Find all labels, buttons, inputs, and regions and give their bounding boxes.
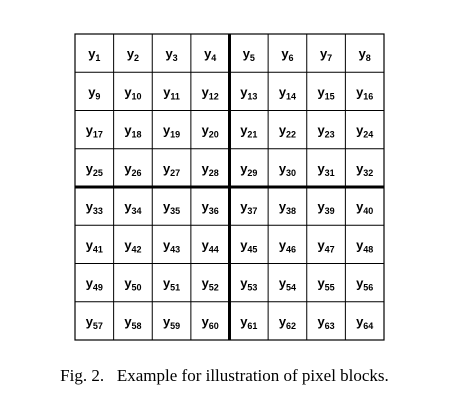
pixel-cell-label: y15: [317, 84, 334, 101]
pixel-cell-label: y42: [124, 237, 141, 254]
pixel-cell-label: y29: [240, 161, 257, 178]
pixel-cell-label: y43: [163, 237, 180, 254]
pixel-cell-label: y25: [86, 161, 103, 178]
pixel-cell-label: y47: [317, 237, 334, 254]
pixel-cell-label: y31: [317, 161, 334, 178]
pixel-cell-label: y53: [240, 276, 257, 293]
pixel-cell-label: y37: [240, 199, 257, 216]
pixel-cell-label: y55: [317, 276, 334, 293]
pixel-cell-label: y8: [359, 46, 371, 63]
pixel-cell-label: y35: [163, 199, 180, 216]
pixel-cell-label: y51: [163, 276, 180, 293]
pixel-cell-label: y6: [281, 46, 293, 63]
pixel-cell-label: y52: [202, 276, 219, 293]
pixel-cell-label: y19: [163, 123, 180, 140]
pixel-cell-label: y18: [124, 123, 141, 140]
pixel-cell-label: y39: [317, 199, 334, 216]
figure-caption: Fig. 2. Example for illustration of pixe…: [0, 366, 449, 386]
pixel-cell-label: y48: [356, 237, 373, 254]
pixel-cell-label: y38: [279, 199, 296, 216]
pixel-cell-label: y9: [88, 84, 100, 101]
pixel-cell-label: y57: [86, 314, 103, 331]
pixel-cell-label: y27: [163, 161, 180, 178]
pixel-cell-label: y3: [165, 46, 177, 63]
pixel-cell-label: y40: [356, 199, 373, 216]
pixel-cell-label: y5: [243, 46, 255, 63]
pixel-cell-label: y30: [279, 161, 296, 178]
pixel-cell-label: y33: [86, 199, 103, 216]
pixel-block-grid: y1 y2 y3 y4 y5 y6 y7 y8 y9 y10 y11 y12 y13 y14 y15 y16 y…: [74, 33, 385, 341]
pixel-cell-label: y32: [356, 161, 373, 178]
pixel-cell-label: y16: [356, 84, 373, 101]
pixel-cell-label: y63: [317, 314, 334, 331]
pixel-cell-label: y13: [240, 84, 257, 101]
pixel-cell-label: y46: [279, 237, 296, 254]
pixel-cell-label: y10: [124, 84, 141, 101]
pixel-cell-label: y14: [279, 84, 296, 101]
pixel-cell-label: y21: [240, 123, 257, 140]
pixel-cell-label: y36: [202, 199, 219, 216]
figure-caption-label: Fig. 2.: [60, 366, 105, 385]
pixel-cell-label: y64: [356, 314, 373, 331]
pixel-cell-label: y22: [279, 123, 296, 140]
pixel-cell-label: y50: [124, 276, 141, 293]
pixel-cell-label: y23: [317, 123, 334, 140]
pixel-cell-label: y11: [163, 84, 180, 101]
pixel-cell-label: y24: [356, 123, 373, 140]
pixel-cell-label: y49: [86, 276, 103, 293]
pixel-cell-label: y12: [202, 84, 219, 101]
pixel-cell-label: y1: [88, 46, 100, 63]
pixel-cell-label: y45: [240, 237, 257, 254]
pixel-cell-label: y26: [124, 161, 141, 178]
figure-caption-text: Example for illustration of pixel blocks…: [116, 366, 389, 385]
pixel-cell-label: y7: [320, 46, 332, 63]
pixel-cell-label: y28: [202, 161, 219, 178]
pixel-cell-label: y2: [127, 46, 139, 63]
pixel-cell-label: y20: [202, 123, 219, 140]
pixel-cell-label: y17: [86, 123, 103, 140]
pixel-cell-label: y34: [124, 199, 141, 216]
pixel-cell-label: y62: [279, 314, 296, 331]
pixel-cell-label: y44: [202, 237, 219, 254]
pixel-cell-label: y54: [279, 276, 296, 293]
pixel-cell-label: y59: [163, 314, 180, 331]
pixel-cell-label: y41: [86, 237, 103, 254]
pixel-cell-label: y56: [356, 276, 373, 293]
pixel-cell-label: y61: [240, 314, 257, 331]
pixel-cell-label: y60: [202, 314, 219, 331]
grid-border: [74, 33, 385, 341]
pixel-cell-label: y58: [124, 314, 141, 331]
pixel-cell-label: y4: [204, 46, 216, 63]
